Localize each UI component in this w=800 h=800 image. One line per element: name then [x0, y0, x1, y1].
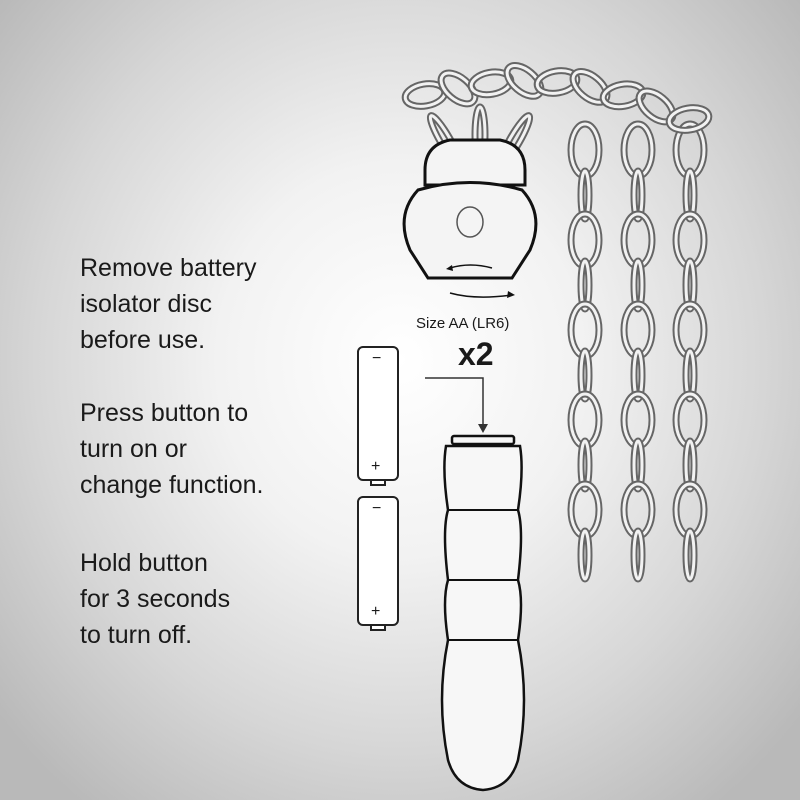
instruction-line: before use. — [80, 326, 206, 354]
battery-icon — [357, 346, 399, 631]
battery-plus-label: + — [371, 458, 381, 475]
cap-arrow-icon — [446, 265, 515, 298]
instruction-line: change function. — [80, 471, 264, 499]
instruction-line: Hold button — [80, 549, 208, 577]
cap-illustration — [402, 138, 538, 298]
instruction-hold-button: Hold button for 3 seconds to turn off. — [80, 545, 230, 653]
battery-plus-label: + — [371, 603, 381, 620]
instruction-line: to turn off. — [80, 621, 193, 649]
chain-illustration — [401, 62, 713, 583]
instruction-line: Press button to — [80, 399, 249, 427]
battery-size-label: Size AA (LR6) — [416, 315, 510, 332]
battery-quantity: x2 — [458, 336, 494, 372]
instruction-line: for 3 seconds — [80, 585, 231, 613]
instruction-line: turn on or — [80, 435, 188, 463]
instruction-press-button: Press button to turn on or change functi… — [80, 395, 263, 503]
instruction-line: isolator disc — [80, 290, 212, 318]
battery-minus-label: − — [372, 500, 382, 517]
instruction-remove-isolator: Remove battery isolator disc before use. — [80, 250, 256, 358]
instruction-line: Remove battery — [80, 254, 257, 282]
battery-minus-label: − — [372, 350, 382, 367]
insert-arrow-icon — [425, 377, 484, 428]
vibrator-illustration — [440, 434, 526, 792]
